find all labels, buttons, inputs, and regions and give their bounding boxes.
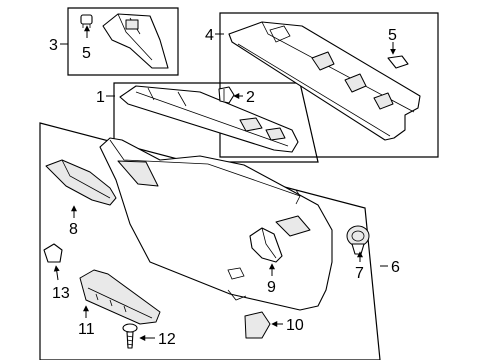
clip-part-2	[218, 86, 235, 104]
callout-1: 1	[96, 89, 105, 106]
callout-13: 13	[52, 285, 70, 302]
callout-7: 7	[355, 265, 364, 282]
clip-part-13	[43, 243, 63, 263]
callout-3: 3	[49, 37, 58, 54]
callout-8: 8	[69, 221, 78, 238]
pad-part-9	[249, 227, 283, 263]
upper-trim-panel-part-4	[228, 21, 421, 141]
push-pin-part-7	[346, 225, 370, 255]
callout-5-upper-right: 5	[388, 27, 397, 44]
clip-part-5-upper-right	[387, 55, 409, 69]
mid-trim-panel-part-1	[119, 85, 299, 153]
callout-5-upper-left: 5	[82, 45, 91, 62]
liftgate-trim-panel-part-6	[99, 137, 333, 311]
callout-4: 4	[205, 27, 214, 44]
callout-10: 10	[286, 317, 304, 334]
cover-part-10	[244, 311, 271, 339]
side-trim-part-8	[45, 159, 117, 206]
trim-piece-part-3	[102, 13, 169, 69]
callout-6: 6	[391, 259, 400, 276]
sill-trim-part-11	[79, 269, 161, 325]
leader-13	[53, 265, 60, 281]
screw-part-12	[122, 323, 138, 349]
callout-12: 12	[158, 331, 176, 348]
callout-11: 11	[78, 321, 95, 338]
callout-2: 2	[246, 89, 255, 106]
clip-part-5-upper-left	[80, 14, 93, 28]
group-frame-3	[67, 7, 179, 76]
group-frame-1	[113, 82, 319, 163]
callout-9: 9	[267, 279, 276, 296]
